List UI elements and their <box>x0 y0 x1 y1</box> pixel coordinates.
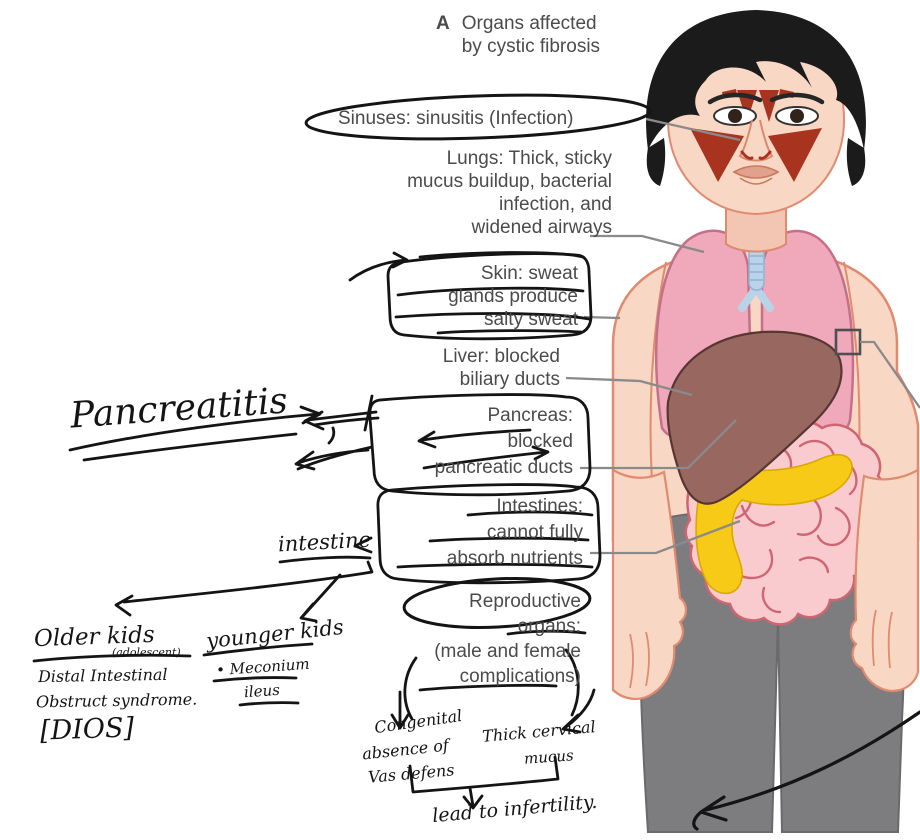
eyebrows <box>707 92 825 105</box>
note-older-kids-sub: (adolescent) <box>112 646 181 659</box>
note-dios-line2: Obstruct syndrome. <box>35 689 198 712</box>
liver <box>666 330 843 505</box>
intestines-box-ink <box>376 483 602 585</box>
note-cervical-line2: mucus <box>523 746 575 768</box>
infertility-bracket-ink <box>408 755 560 810</box>
note-meconium-line2: ileus <box>243 680 281 702</box>
nose <box>738 119 774 162</box>
intestine-branch-ink <box>114 560 374 623</box>
figure-title-marker: A <box>436 13 450 34</box>
label-sinuses: Sinuses: sinusitis (Infection) <box>338 108 574 129</box>
leader-lines <box>565 117 920 555</box>
skin-square-leader <box>860 340 920 409</box>
eyes <box>713 106 819 126</box>
label-lungs: Lungs: Thick, sticky mucus buildup, bact… <box>407 148 612 238</box>
pancreas-box-ink <box>368 393 592 497</box>
note-dios-abbr: [DIOS] <box>39 712 135 747</box>
sinuses-circle-ink <box>304 93 652 141</box>
cervical-arrow-ink <box>561 688 596 734</box>
ink-annotations <box>32 93 920 831</box>
label-reproductive: Reproductive organs: (male and female co… <box>434 591 581 687</box>
reproductive-circle-ink <box>402 577 592 629</box>
intestines-leader <box>590 519 741 555</box>
liver-leader <box>565 376 693 397</box>
older-kids-underline-ink <box>32 653 192 663</box>
reproductive-parens-ink <box>403 648 580 721</box>
left-arm-contour <box>649 261 667 483</box>
big-curved-arrow-ink <box>692 710 920 831</box>
head <box>646 10 866 253</box>
left-hand <box>611 468 688 700</box>
pancreas-arrows-ink <box>294 394 380 471</box>
congenital-arrow-ink <box>390 690 410 730</box>
label-skin: Skin: sweat glands produce salty sweat <box>448 263 578 330</box>
hair <box>646 10 866 150</box>
note-dios-line1: Distal Intestinal <box>37 664 168 687</box>
label-pancreas: Pancreas: blocked pancreatic ducts <box>434 405 573 478</box>
younger-kids-underline-ink <box>202 642 314 657</box>
label-intestines: Intestines: cannot fully absorb nutrient… <box>446 496 583 569</box>
figure-title: A Organs affected by cystic fibrosis <box>436 12 600 58</box>
lips <box>732 165 780 185</box>
note-intestine: intestine <box>277 527 372 557</box>
pancreas-leader <box>580 419 737 470</box>
figure-title-text: Organs affected by cystic fibrosis <box>461 13 601 57</box>
lungs-leader <box>590 234 705 254</box>
right-hand <box>849 468 920 692</box>
label-liver: Liver: blocked biliary ducts <box>442 346 560 390</box>
nostril-shading <box>740 150 772 160</box>
intestine-underline-ink <box>278 536 373 564</box>
sinuses-leader <box>645 117 741 142</box>
human-figure <box>611 10 920 833</box>
